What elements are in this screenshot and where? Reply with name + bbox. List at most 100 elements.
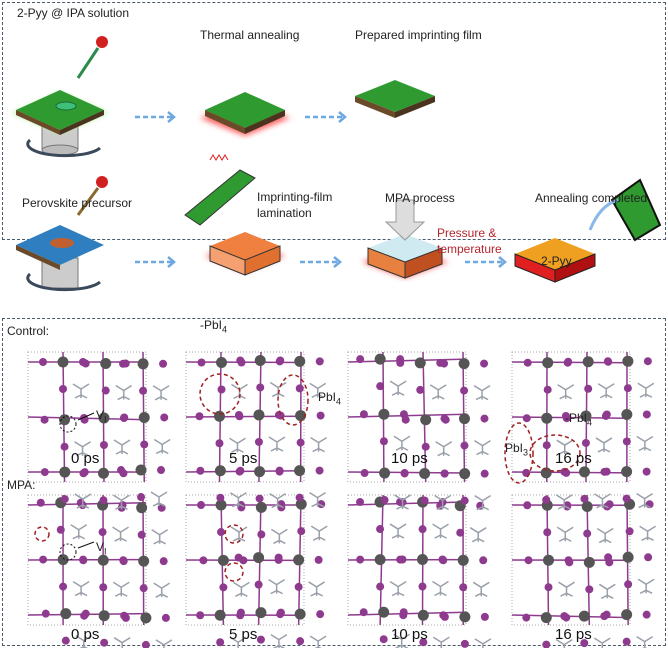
organic-cation [472, 581, 490, 597]
time-label: 16 ps [555, 450, 592, 467]
lead-atom [621, 408, 633, 420]
iodine-atom [316, 610, 325, 619]
iodine-atom [584, 384, 593, 393]
organic-cation [308, 581, 326, 597]
lead-atom [582, 356, 594, 368]
iodine-atom [440, 612, 449, 621]
fabrication-illustrations [12, 36, 435, 161]
iodine-atom [315, 466, 324, 475]
iodine-atom [623, 384, 632, 393]
iodine-atom [295, 493, 304, 502]
iodine-atom [625, 527, 634, 536]
organic-cation [389, 380, 407, 396]
iodine-atom [642, 410, 651, 419]
organic-cation [75, 635, 93, 648]
organic-cation [473, 384, 491, 401]
organic-cation [268, 436, 286, 452]
organic-cation [72, 580, 90, 597]
iodine-atom [121, 613, 130, 622]
iodine-atom [440, 414, 449, 423]
vacancy-annotation-mpa: VI [96, 540, 107, 557]
arrow-icon [300, 256, 342, 268]
lead-atom [213, 410, 225, 422]
organic-cation [394, 494, 411, 510]
iodine-atom [376, 382, 385, 391]
iodine-atom [583, 529, 592, 538]
iodine-atom [137, 530, 146, 539]
lead-atom [583, 556, 595, 568]
iodine-atom [234, 410, 243, 419]
arrow-icon [135, 256, 176, 268]
iodine-atom [419, 638, 428, 647]
organic-cation [636, 636, 654, 648]
iodine-atom [356, 355, 365, 364]
organic-cation [429, 384, 447, 400]
organic-cation [598, 583, 616, 599]
iodine-atom [41, 609, 50, 618]
iodine-atom [274, 555, 283, 564]
precursor-label: Perovskite precursor [22, 196, 133, 210]
organic-cation [393, 633, 411, 648]
lead-atom [622, 355, 634, 367]
iodine-atom [296, 637, 305, 646]
iodine-atom [140, 440, 149, 449]
lead-atom [136, 502, 148, 514]
lead-atom [540, 612, 552, 624]
organic-cation [557, 384, 575, 400]
lead-atom [378, 408, 390, 420]
iodine-atom [439, 556, 448, 565]
iodine-atom [416, 385, 425, 394]
iodine-atom [297, 527, 306, 536]
lead-atom [541, 412, 553, 424]
organic-cation [555, 638, 573, 648]
iodine-atom [560, 467, 569, 476]
iodine-atom [399, 611, 408, 620]
lead-atom [98, 412, 110, 424]
iodine-atom [542, 640, 551, 648]
iodine-atom [316, 411, 325, 420]
iodine-atom [396, 358, 405, 367]
lead-atom [57, 356, 69, 368]
time-label: 0 ps [71, 626, 100, 643]
lead-atom [255, 607, 267, 619]
iodine-atom [257, 530, 266, 539]
iodine-atom [376, 582, 385, 591]
prepared-film [355, 80, 435, 118]
mpa-process-label: MPA process [385, 191, 455, 205]
organic-cation [152, 385, 170, 401]
iodine-atom [40, 415, 49, 424]
iodine-atom [359, 410, 368, 419]
iodine-atom [456, 528, 465, 537]
organic-cation [597, 383, 615, 399]
organic-cation [269, 492, 286, 509]
bond-line [185, 470, 305, 473]
lead-atom [98, 610, 110, 622]
organic-cation [474, 439, 491, 456]
iodine-atom [236, 608, 245, 617]
iodine-atom [195, 412, 204, 421]
lattice-snapshot [511, 351, 655, 510]
organic-cation [309, 491, 326, 508]
lead-atom [97, 554, 109, 566]
lattice-snapshot [27, 351, 171, 510]
organic-cation [150, 491, 168, 507]
lead-atom [621, 609, 633, 621]
iodine-atom [380, 496, 389, 505]
iodine-atom [359, 608, 368, 617]
organic-cation [636, 492, 654, 509]
iodine-atom [99, 496, 108, 505]
iodine-atom [60, 442, 69, 451]
iodine-atom [99, 440, 108, 449]
lead-atom [294, 465, 306, 477]
iodine-atom [602, 410, 611, 419]
lead-atom [214, 609, 226, 621]
heat-icon [209, 154, 229, 161]
pbi4-annotation-right: PbI4 [318, 390, 342, 407]
organic-cation [155, 639, 173, 648]
organic-cation [435, 441, 453, 457]
iodine-atom [314, 555, 323, 564]
lead-atom [416, 553, 428, 565]
iodine-atom [40, 468, 49, 477]
lead-atom [578, 466, 590, 478]
